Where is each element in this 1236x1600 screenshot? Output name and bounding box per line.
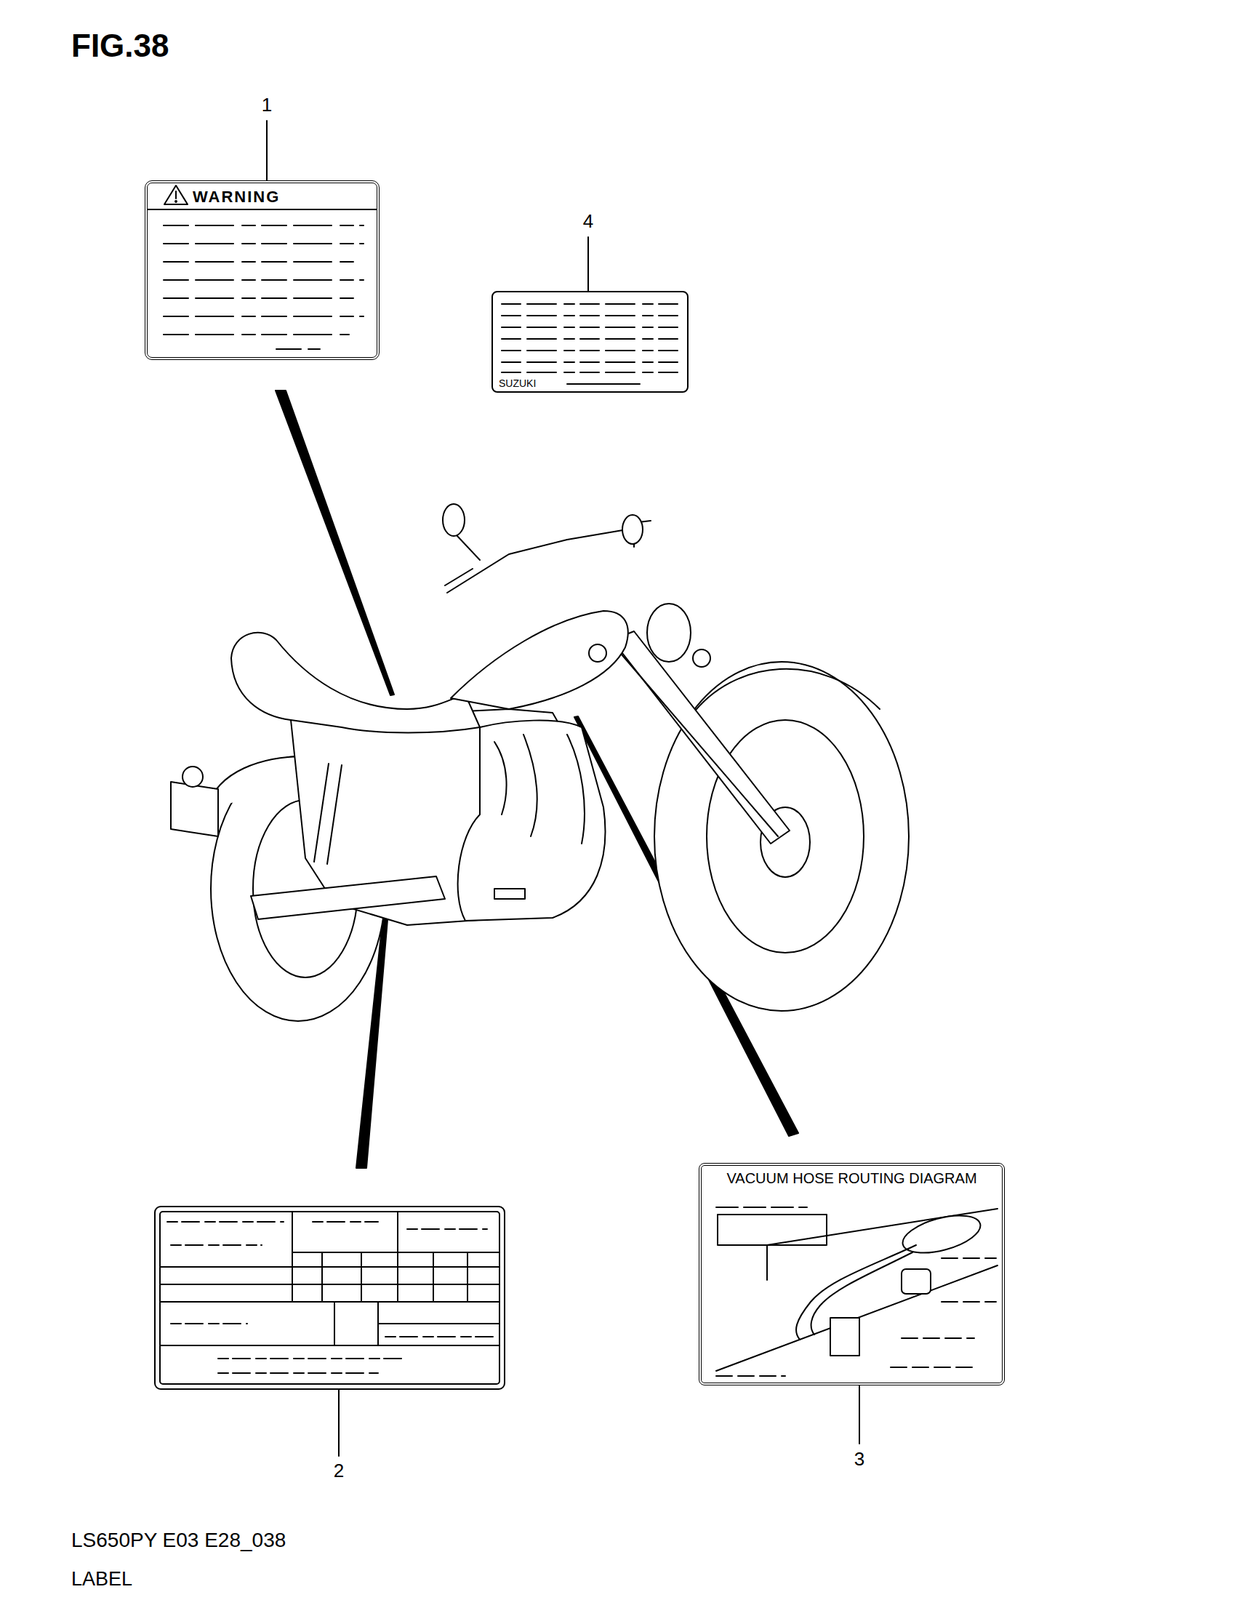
text-line [501, 314, 678, 317]
figure-name: LABEL [71, 1567, 133, 1590]
diagram-line [716, 1265, 998, 1371]
text-line [567, 383, 640, 385]
text-line [163, 224, 364, 227]
headlight [647, 603, 691, 662]
canister [830, 1317, 860, 1356]
text-line [218, 1371, 379, 1374]
label-wrap: 2 [333, 1459, 344, 1482]
label-wrap: 4 [583, 210, 594, 233]
table-grid [159, 1211, 500, 1346]
text-line [167, 1220, 284, 1223]
callout-number: 4 [583, 210, 594, 232]
label-text-lines [163, 225, 364, 349]
engine-fins [494, 734, 585, 844]
text-line [163, 242, 364, 245]
info-decal: SUZUKI [491, 290, 689, 393]
text-line [501, 326, 678, 328]
label-wrap: LABEL [71, 1567, 133, 1591]
mirror-stem [456, 535, 634, 560]
warning-mark [175, 200, 177, 203]
vacuum-valve [901, 1268, 931, 1294]
handlebar-grip [444, 520, 651, 586]
text-line [501, 371, 678, 373]
label-wrap: LS650PY E03 E28_038 [71, 1528, 286, 1552]
handlebar [447, 527, 640, 593]
text-line [407, 1228, 488, 1230]
label-text-lines [501, 303, 678, 373]
rear-shock [314, 763, 329, 862]
text-line [276, 348, 320, 350]
text-line [385, 1335, 495, 1338]
label-text-lines [716, 1257, 997, 1376]
text-line [163, 315, 364, 317]
text-line [501, 349, 678, 352]
label-wrap: 1 [261, 94, 272, 117]
front-fork [612, 631, 790, 844]
text-line [890, 1366, 975, 1368]
text-line [163, 279, 364, 281]
text-line [163, 261, 360, 263]
label-rule [147, 208, 377, 211]
text-line [501, 338, 678, 340]
callout-number: 2 [333, 1459, 344, 1482]
vacuum-hose-label: VACUUM HOSE ROUTING DIAGRAM [698, 1162, 1005, 1386]
label-wrap: 3 [854, 1448, 865, 1471]
figure-title: FIG.38 [71, 27, 170, 64]
label-heading: VACUUM HOSE ROUTING DIAGRAM [726, 1169, 977, 1187]
text-line [163, 297, 357, 299]
footpeg [494, 888, 525, 899]
diagram-line [766, 1244, 768, 1280]
text-line [501, 361, 678, 363]
text-line [716, 1206, 808, 1208]
callout-number: 1 [261, 93, 272, 116]
title-wrap: FIG.38 [71, 27, 170, 65]
info-label-inner [159, 1211, 500, 1384]
text-line [941, 1257, 997, 1259]
text-line [170, 1243, 262, 1246]
callout-leader [858, 1385, 861, 1444]
text-line [941, 1300, 997, 1303]
front-fender [690, 668, 880, 717]
tail-light [182, 766, 203, 787]
fuel-tank [450, 610, 629, 709]
engine [458, 720, 606, 921]
vacuum-hose [811, 1251, 913, 1335]
drawing-code: LS650PY E03 E28_038 [71, 1528, 286, 1551]
text-line [501, 303, 678, 305]
table-scribbles [167, 1221, 495, 1373]
warning-triangle [164, 185, 188, 205]
label-heading: WARNING [192, 187, 280, 206]
text-line [716, 1374, 786, 1377]
label-heading: SUZUKI [498, 377, 536, 389]
warning-label: WARNING [144, 180, 380, 360]
info-label [154, 1206, 505, 1389]
fork-line [621, 654, 778, 837]
text-line [163, 333, 349, 336]
text-line [312, 1220, 379, 1223]
mirror [442, 503, 465, 536]
callout-leader [266, 120, 268, 181]
leader-line [275, 390, 395, 696]
text-line [218, 1357, 408, 1359]
warning-mark [175, 191, 177, 199]
rear-shock [327, 764, 342, 864]
license-plate [170, 781, 219, 837]
callout-number: 3 [854, 1447, 865, 1470]
text-line [901, 1337, 975, 1339]
turn-signal [692, 649, 711, 667]
exhaust-pipe [250, 876, 445, 920]
text-line [170, 1322, 248, 1324]
callout-leader [587, 237, 589, 291]
turn-signal [588, 644, 607, 662]
callout-leader [338, 1388, 340, 1456]
mirror [622, 514, 643, 544]
seat [231, 632, 480, 733]
diagram-box [717, 1214, 827, 1245]
